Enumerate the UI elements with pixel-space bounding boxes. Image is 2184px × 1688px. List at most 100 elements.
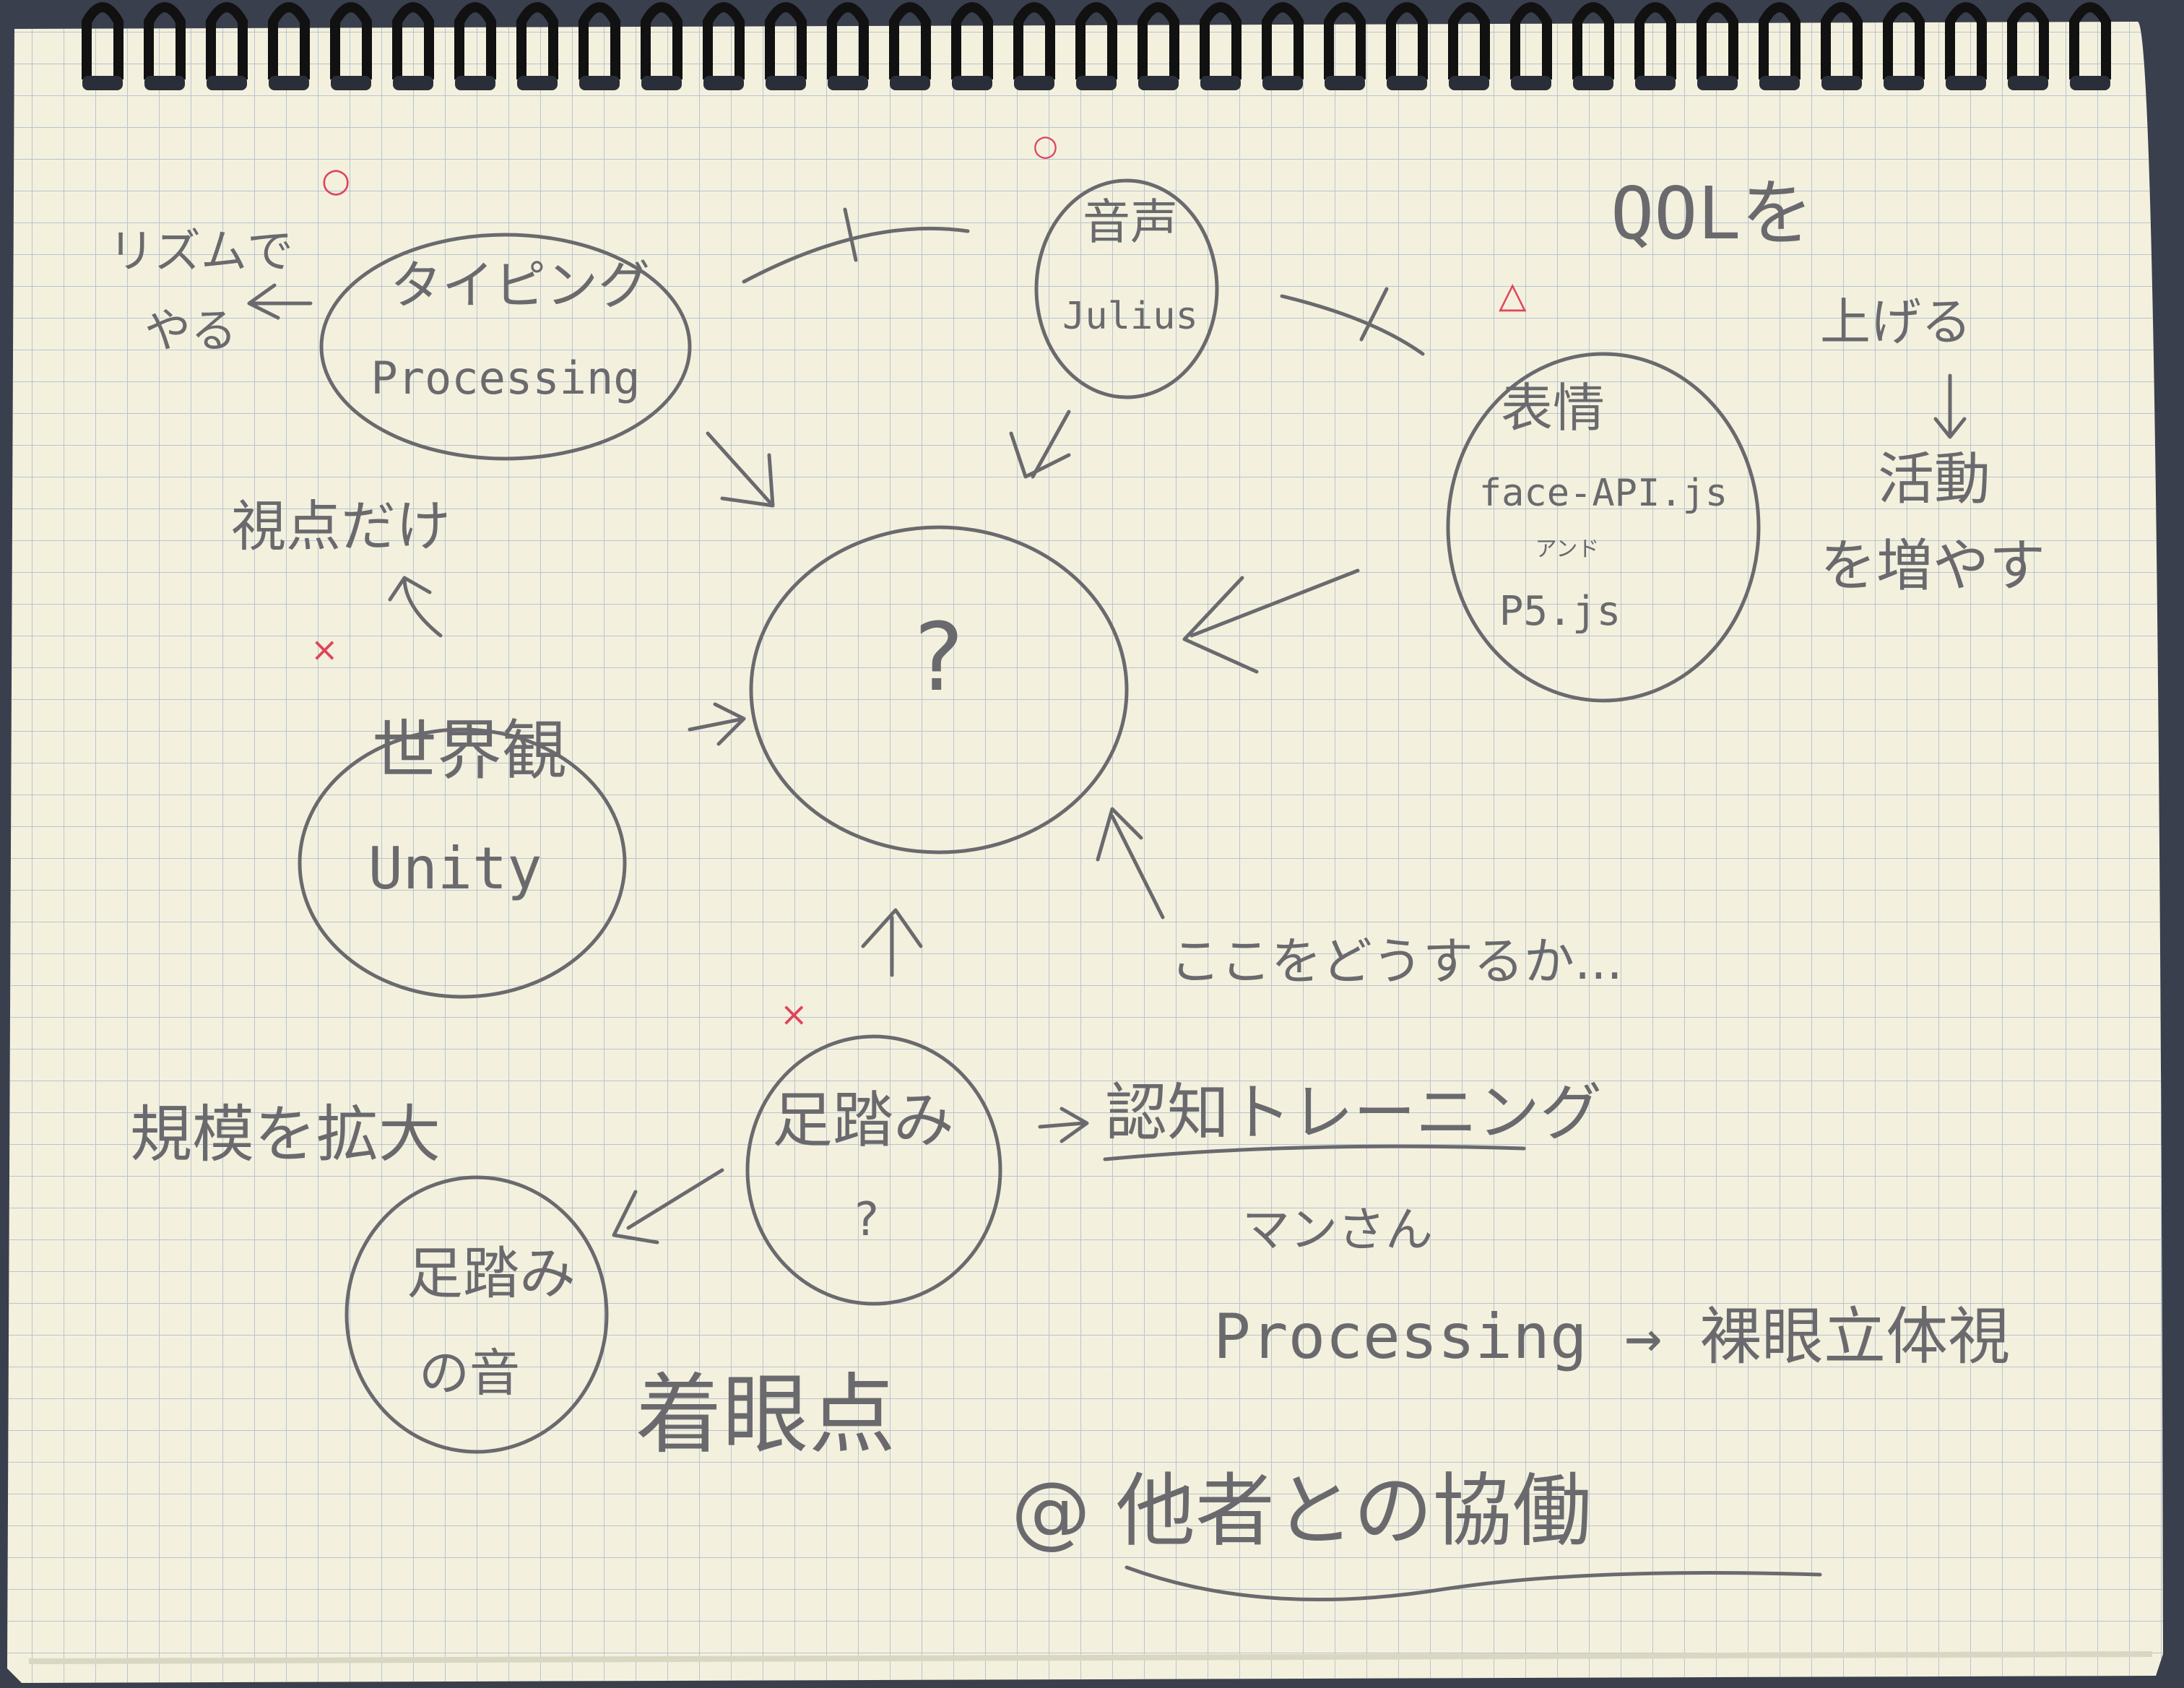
arrow-to-rhythm: [247, 283, 313, 320]
expression-tool: face-API.js: [1479, 472, 1728, 515]
note-activity-1: 活動: [1878, 447, 1990, 512]
arrow-stepping-to-training: [1038, 1107, 1089, 1143]
worldview-label: 世界観: [372, 713, 567, 789]
spiral-ring: [641, 2, 682, 79]
spiral-hole: [828, 76, 868, 90]
spiral-ring: [1262, 2, 1304, 79]
spiral-ring: [268, 2, 310, 79]
stepping-sub: ?: [854, 1193, 879, 1247]
spiral-ring: [1448, 2, 1490, 79]
arrow-voice-to-center: [1009, 410, 1071, 479]
note-focus-point: 着眼点: [636, 1365, 896, 1466]
spiral-hole: [1014, 76, 1054, 90]
arrow-typing-to-center: [706, 431, 775, 508]
arrow-worldview-to-center: [688, 702, 746, 746]
voice-label: 音声: [1083, 194, 1178, 250]
spiral-ring: [82, 2, 124, 79]
spiral-ring: [765, 2, 807, 79]
underline-collaboration: [1124, 1565, 1822, 1602]
spiral-hole: [269, 76, 309, 90]
spiral-ring: [392, 2, 434, 79]
spiral-hole: [1262, 76, 1303, 90]
spiral-hole: [517, 76, 558, 90]
arrow-stepping-to-sound: [612, 1168, 724, 1245]
typing-label: タイピング: [390, 255, 650, 316]
typing-circle: [319, 233, 692, 461]
spiral-ring: [827, 2, 869, 79]
worldview-circle: [298, 727, 627, 999]
spiral-hole: [1325, 76, 1365, 90]
spiral-hole: [1449, 76, 1489, 90]
center-circle: [749, 525, 1129, 854]
spiral-hole: [579, 76, 620, 90]
worldview-mark: ×: [311, 630, 339, 669]
arrow-to-viewpoint: [388, 576, 443, 638]
spiral-hole: [1946, 76, 1986, 90]
note-viewpoint-only: 視点だけ: [231, 494, 451, 558]
stepping-sound-label: 足踏み: [407, 1242, 576, 1307]
spiral-hole: [207, 76, 247, 90]
note-how-here: ここをどうするか...: [1170, 932, 1623, 991]
spiral-hole: [2008, 76, 2048, 90]
stepping-sound-sub: の音: [419, 1343, 520, 1403]
underline-training: [1103, 1144, 1526, 1161]
spiral-hole: [1759, 76, 1800, 90]
worldview-tool: Unity: [368, 835, 542, 902]
spiral-hole: [1138, 76, 1179, 90]
voice-circle: [1034, 178, 1219, 399]
spiral-ring: [2007, 2, 2049, 79]
spiral-ring: [1013, 2, 1055, 79]
spiral-ring: [144, 2, 186, 79]
arrow-expression-to-center: [1182, 568, 1360, 674]
spiral-ring: [1386, 2, 1428, 79]
spiral-ring: [1883, 2, 1925, 79]
voice-tool: Julius: [1062, 295, 1198, 338]
spiral-ring: [2069, 2, 2111, 79]
link-typing-voice-cross: [843, 207, 858, 262]
spiral-ring: [889, 2, 931, 79]
spiral-hole: [2070, 76, 2110, 90]
spiral-ring: [1821, 2, 1863, 79]
spiral-ring: [1075, 2, 1117, 79]
link-typing-voice: [742, 226, 970, 284]
note-rhythm-1: リズムで: [108, 225, 293, 279]
spiral-ring: [951, 2, 993, 79]
spiral-ring: [516, 2, 558, 79]
spiral-hole: [82, 76, 123, 90]
note-qol-1: QOLを: [1611, 171, 1814, 256]
spiral-ring: [1200, 2, 1242, 79]
spiral-ring: [578, 2, 620, 79]
spiral-hole: [703, 76, 744, 90]
spiral-hole: [1635, 76, 1676, 90]
spiral-ring: [1945, 2, 1987, 79]
expression-tool2: P5.js: [1499, 588, 1621, 635]
note-collaboration: @ 他者との協働: [1011, 1465, 1592, 1557]
link-voice-expression-cross: [1359, 287, 1389, 342]
arrow-note-to-center: [1096, 807, 1165, 919]
note-cognitive-training: 認知トレーニング: [1105, 1077, 1602, 1149]
spiral-hole: [766, 76, 806, 90]
spiral-hole: [1076, 76, 1117, 90]
spiral-hole: [1200, 76, 1241, 90]
spiral-hole: [1697, 76, 1738, 90]
arrow-stepping-to-center: [861, 908, 923, 977]
spiral-hole: [890, 76, 930, 90]
spiral-hole: [1821, 76, 1862, 90]
note-rhythm-2: やる: [144, 305, 237, 358]
spiral-hole: [1573, 76, 1613, 90]
stepping-label: 足踏み: [772, 1085, 954, 1156]
typing-tool: Processing: [370, 352, 640, 404]
expression-circle: [1446, 352, 1761, 703]
typing-mark: ○: [321, 160, 350, 199]
spiral-ring: [1572, 2, 1614, 79]
voice-mark: ○: [1033, 129, 1058, 163]
note-person: マンさん: [1242, 1202, 1433, 1258]
stepping-circle: [745, 1034, 1002, 1306]
spiral-ring: [1324, 2, 1366, 79]
expression-connector: アンド: [1535, 537, 1600, 562]
link-voice-expression: [1280, 294, 1425, 356]
graph-grid: [7, 22, 2163, 1683]
page-edge-stack: [28, 1651, 2153, 1664]
